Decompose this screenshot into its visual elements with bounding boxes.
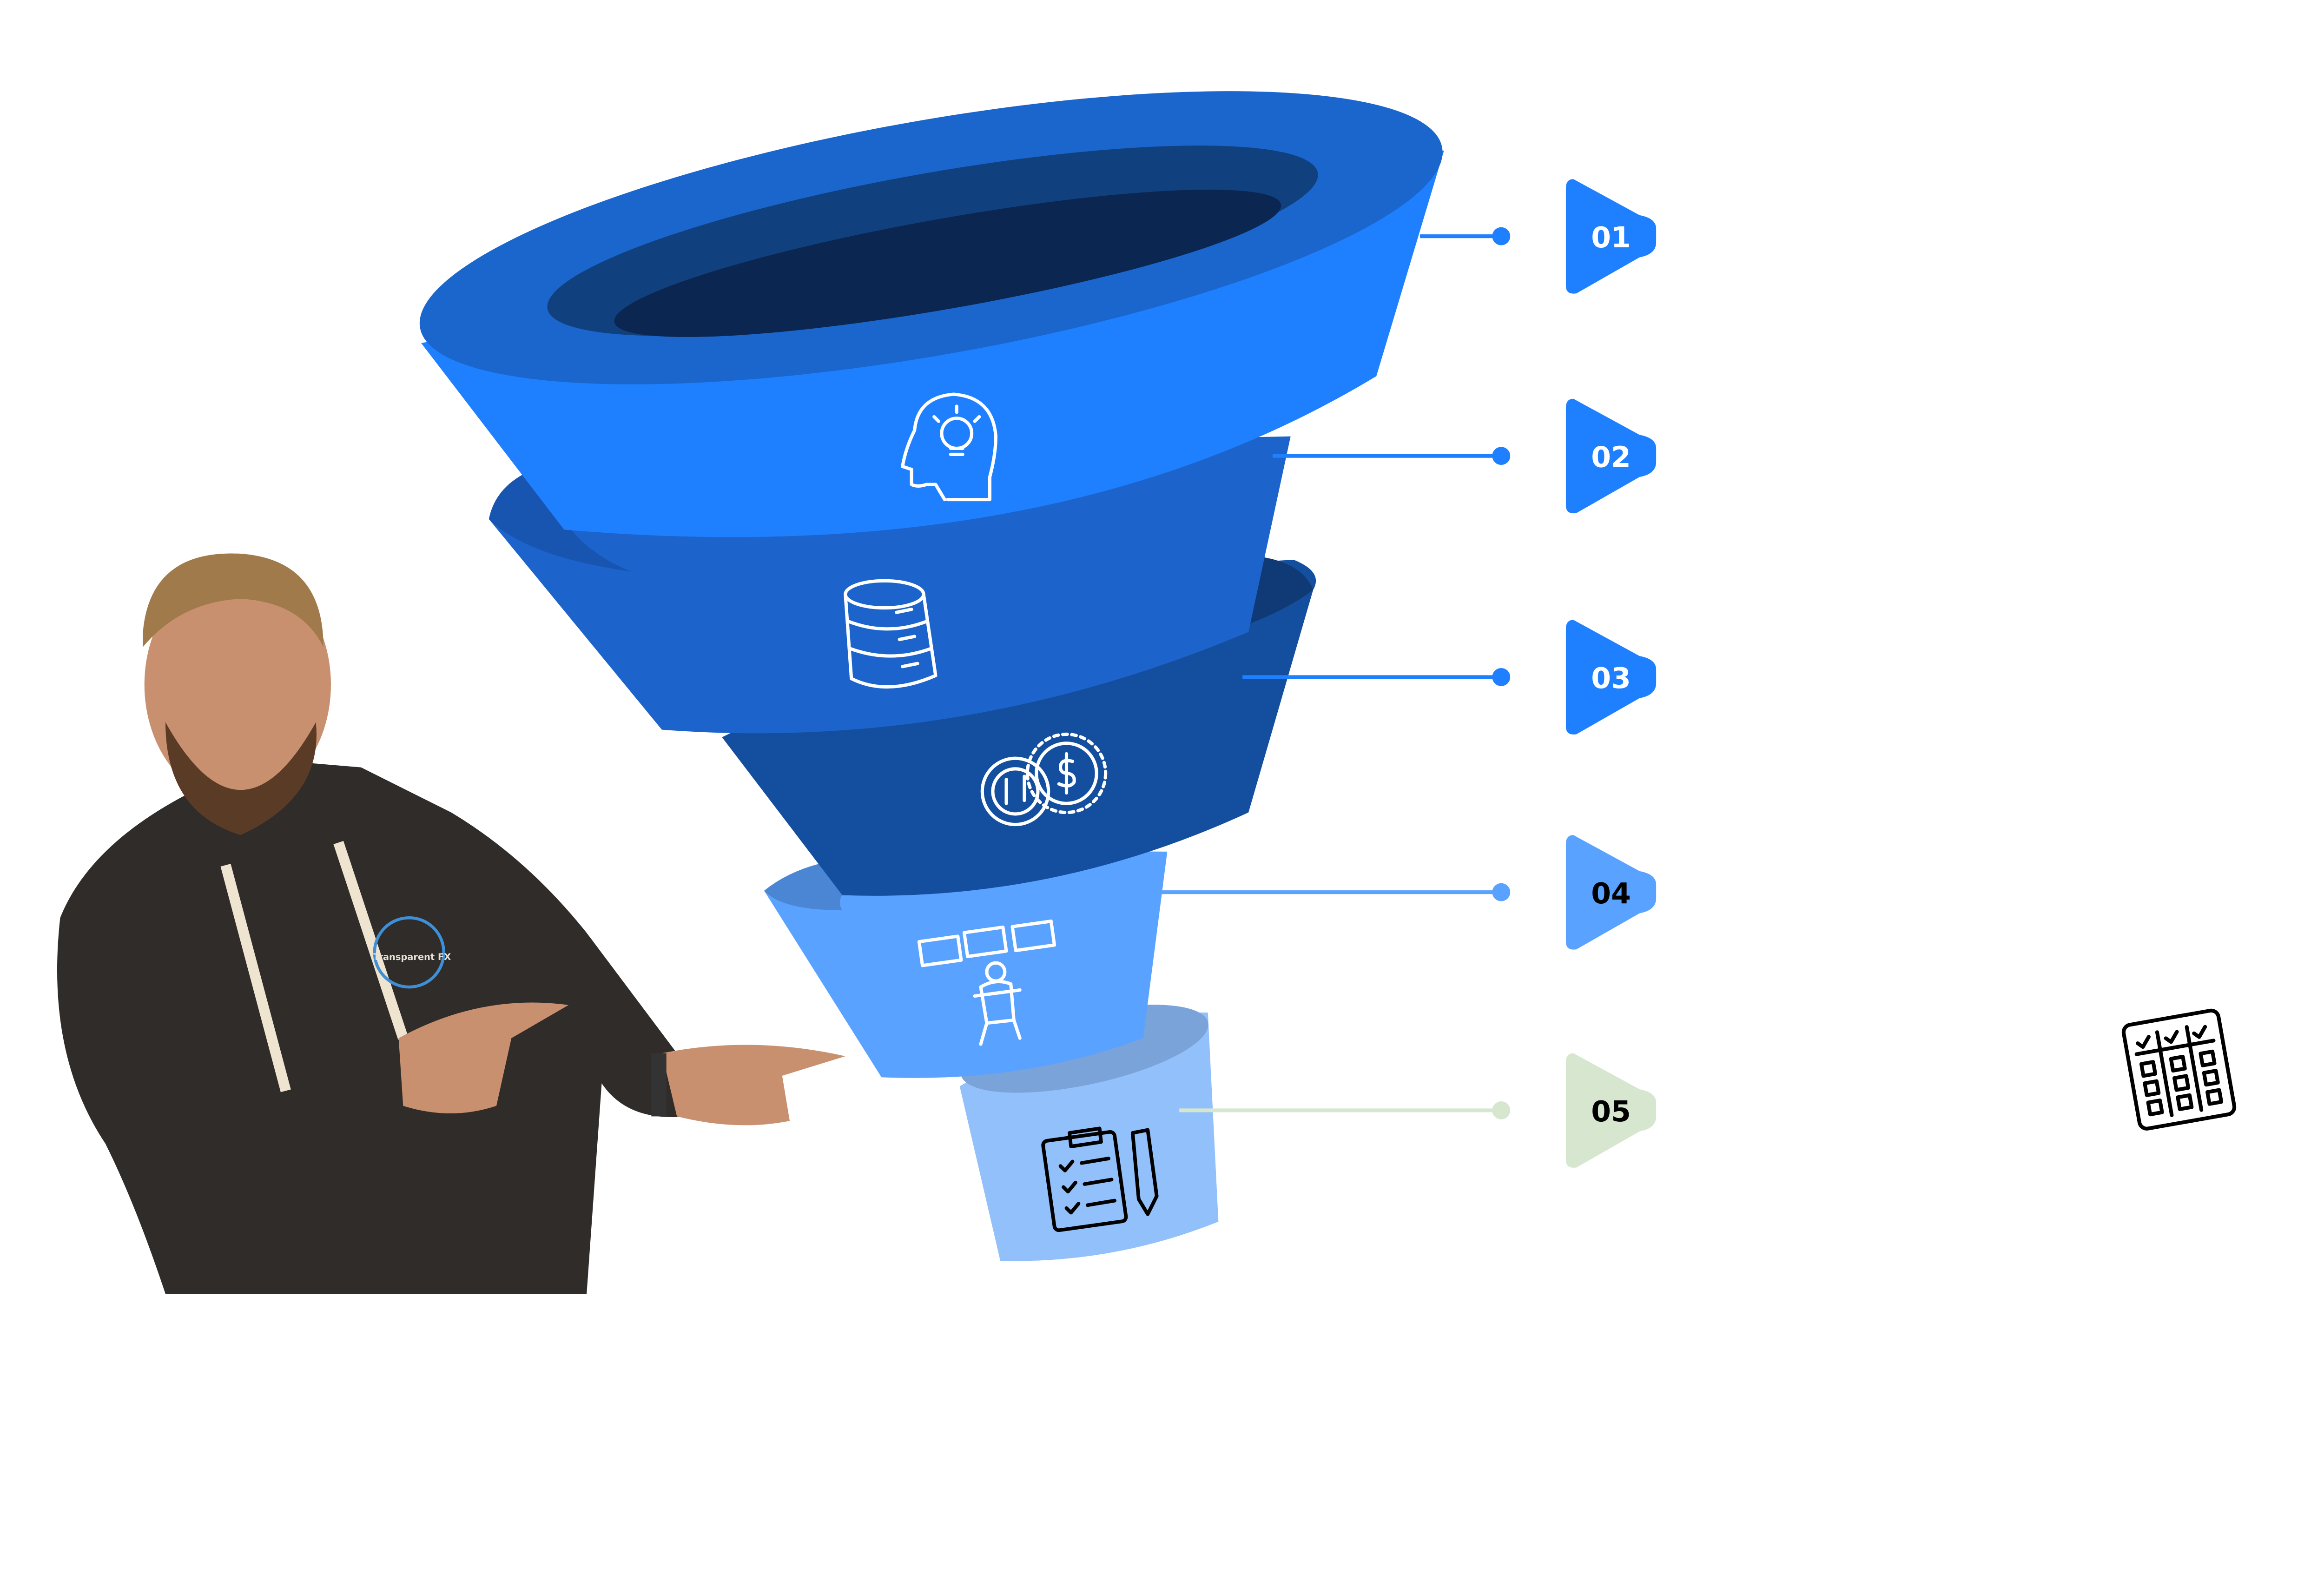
tag-label: 04 xyxy=(1591,877,1631,910)
gear-dollar-icon xyxy=(980,732,1108,827)
stage-connector-2 xyxy=(1272,447,1511,465)
tag-shape xyxy=(1565,835,1657,950)
stage-tag-4: 04 xyxy=(1565,835,1657,950)
stage-connector-5 xyxy=(1179,1101,1511,1119)
idea-head-icon xyxy=(901,392,997,502)
tag-shape xyxy=(1565,1053,1657,1168)
tag-shape xyxy=(1565,179,1657,294)
stage-tag-5: 05 xyxy=(1565,1053,1657,1168)
tag-label: 01 xyxy=(1591,221,1631,254)
stage-tag-1: 01 xyxy=(1565,179,1657,294)
stage-tag-2: 02 xyxy=(1565,398,1657,514)
stage-connector-3 xyxy=(1242,668,1511,686)
stage-connector-4 xyxy=(1158,883,1511,901)
tag-shape xyxy=(1565,620,1657,735)
tag-label: 02 xyxy=(1591,441,1631,474)
stage-tags: 01 02 03 04 05 xyxy=(1565,179,1657,1168)
presenter-photo: Transparent FX xyxy=(57,553,845,1294)
hoodie-logo-text: Transparent FX xyxy=(373,952,451,962)
database-icon xyxy=(844,579,938,689)
funnel-stage-1 xyxy=(419,91,1444,537)
stage-connector-1 xyxy=(1420,227,1511,245)
tag-label: 03 xyxy=(1591,662,1631,695)
funnel-infographic: 01 02 03 04 05 Transparent FX xyxy=(57,91,2237,1294)
checklist-grid-icon xyxy=(2121,1008,2237,1131)
trader-desk-icon xyxy=(917,919,1056,1046)
tag-shape xyxy=(1565,398,1657,514)
tag-label: 05 xyxy=(1591,1095,1631,1128)
clipboard-checklist-icon xyxy=(1041,1126,1159,1232)
stage-tag-3: 03 xyxy=(1565,620,1657,735)
